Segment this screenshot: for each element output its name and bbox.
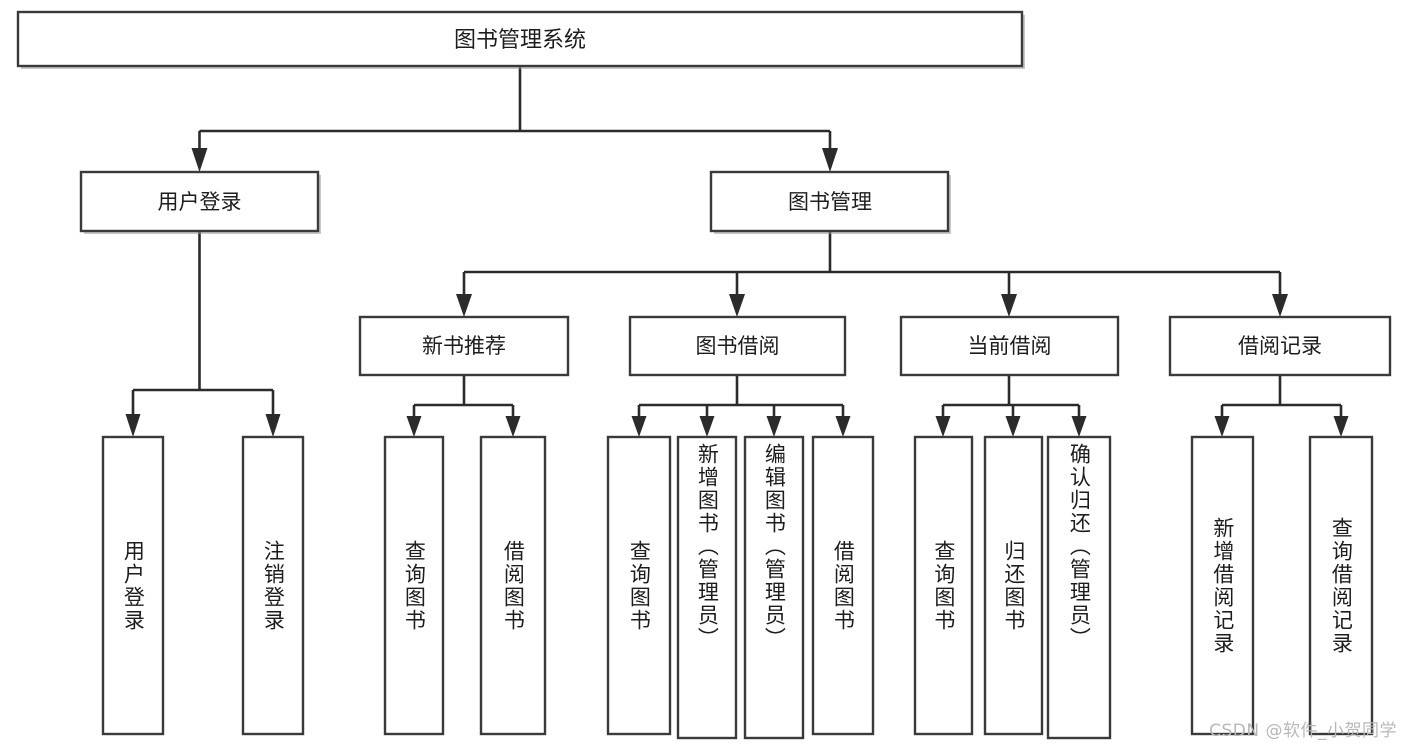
leaf-box-layer <box>101 435 1374 740</box>
node-book-manage[interactable]: 图书管理 <box>709 170 951 234</box>
arrow-book-borrow-leaf-4 <box>835 416 851 437</box>
connector-layer <box>125 66 1349 437</box>
borrow-record-box[interactable] <box>1168 315 1392 377</box>
current-borrow-box[interactable] <box>899 315 1120 377</box>
csdn-watermark: CSDN @软件_小贺同学 <box>1209 721 1397 741</box>
leaf-return-book-box[interactable] <box>983 435 1044 736</box>
user-login-label: 用户登录 <box>158 190 242 214</box>
arrow-root-to-book-manage <box>822 148 838 172</box>
arrow-user-login-leaf-1 <box>125 414 141 437</box>
book-manage-box[interactable] <box>709 170 950 233</box>
arrow-root-to-user-login <box>191 148 208 172</box>
leaf-add-book-box[interactable] <box>676 435 738 740</box>
leaf-query-book-1-box[interactable] <box>383 435 445 736</box>
leaf-borrow-book-2-box[interactable] <box>811 435 875 736</box>
leaf-user-login-box[interactable] <box>101 435 165 736</box>
arrow-borrow-record-leaf-1 <box>1214 416 1230 437</box>
node-user-login[interactable]: 用户登录 <box>79 170 321 234</box>
leaf-query-record-box[interactable] <box>1308 435 1374 736</box>
arrow-book-borrow-leaf-2 <box>699 416 715 437</box>
leaf-query-book-3-box[interactable] <box>913 435 974 736</box>
arrow-to-book-borrow <box>729 294 745 317</box>
leaf-logout-box[interactable] <box>241 435 305 736</box>
leaf-borrow-book-1-box[interactable] <box>479 435 547 736</box>
node-book-borrow[interactable]: 图书借阅 <box>628 315 847 377</box>
book-borrow-box[interactable] <box>628 315 847 377</box>
arrow-current-borrow-leaf-2 <box>1005 416 1021 437</box>
arrow-to-new-book-recommend <box>456 294 472 317</box>
arrow-to-current-borrow <box>1001 294 1017 317</box>
book-manage-label: 图书管理 <box>788 190 872 214</box>
arrow-new-book-leaf-2 <box>505 416 521 437</box>
arrow-book-borrow-leaf-3 <box>766 416 782 437</box>
root-label: 图书管理系统 <box>454 28 586 53</box>
book-borrow-label: 图书借阅 <box>696 334 780 358</box>
arrow-borrow-record-leaf-2 <box>1333 416 1349 437</box>
arrow-new-book-leaf-1 <box>406 416 422 437</box>
arrow-current-borrow-leaf-3 <box>1071 416 1087 437</box>
leaf-add-record-box[interactable] <box>1190 435 1255 736</box>
node-new-book-recommend[interactable]: 新书推荐 <box>358 315 570 377</box>
node-borrow-record[interactable]: 借阅记录 <box>1168 315 1392 377</box>
arrow-book-borrow-leaf-1 <box>631 416 647 437</box>
new-book-recommend-label: 新书推荐 <box>422 334 506 358</box>
leaf-query-book-2-box[interactable] <box>606 435 672 736</box>
current-borrow-label: 当前借阅 <box>968 334 1052 358</box>
leaf-edit-book-box[interactable] <box>743 435 805 740</box>
root-box[interactable] <box>16 10 1024 68</box>
new-book-recommend-box[interactable] <box>358 315 570 377</box>
arrow-to-borrow-record <box>1272 294 1288 317</box>
node-root[interactable]: 图书管理系统 <box>16 10 1025 69</box>
arrow-current-borrow-leaf-1 <box>935 416 951 437</box>
arrow-user-login-leaf-2 <box>265 414 281 437</box>
user-login-box[interactable] <box>79 170 320 233</box>
leaf-confirm-return-box[interactable] <box>1046 435 1112 740</box>
node-current-borrow[interactable]: 当前借阅 <box>899 315 1120 377</box>
borrow-record-label: 借阅记录 <box>1238 334 1322 358</box>
